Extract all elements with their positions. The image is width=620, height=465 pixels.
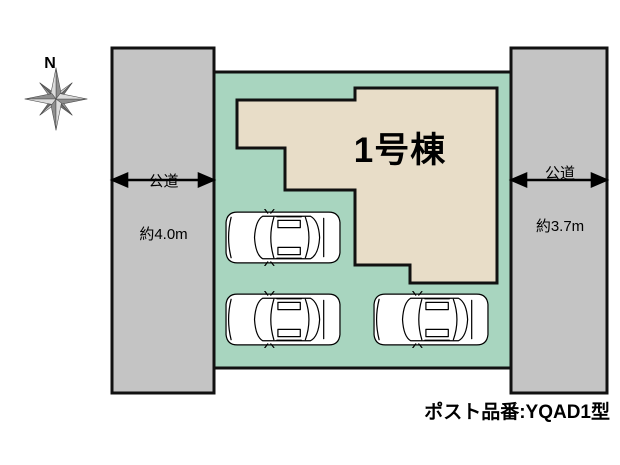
- road-left-label: 公道 約4.0m: [113, 138, 214, 280]
- building-name-label: 1号棟: [353, 131, 447, 170]
- parking-car-1: [225, 209, 341, 266]
- compass-rose-icon: [24, 67, 88, 131]
- post-code-label: ポスト品番:YQAD1型: [424, 402, 610, 423]
- road-right-dimension-arrow: [508, 172, 610, 188]
- road-left-name: 公道: [148, 173, 179, 191]
- parking-car-3: [373, 291, 489, 348]
- building-footprint: [235, 86, 499, 285]
- road-left-area: [110, 46, 216, 395]
- road-right-label: 公道 約3.7m: [512, 130, 608, 272]
- parking-car-2: [225, 291, 341, 348]
- road-left-dimension-arrow: [109, 172, 217, 188]
- road-right-name: 公道: [544, 165, 575, 183]
- compass-north-label: N: [44, 55, 56, 72]
- road-right-width: 約3.7m: [535, 218, 585, 236]
- road-left-width: 約4.0m: [139, 226, 188, 244]
- road-right-area: [509, 46, 609, 395]
